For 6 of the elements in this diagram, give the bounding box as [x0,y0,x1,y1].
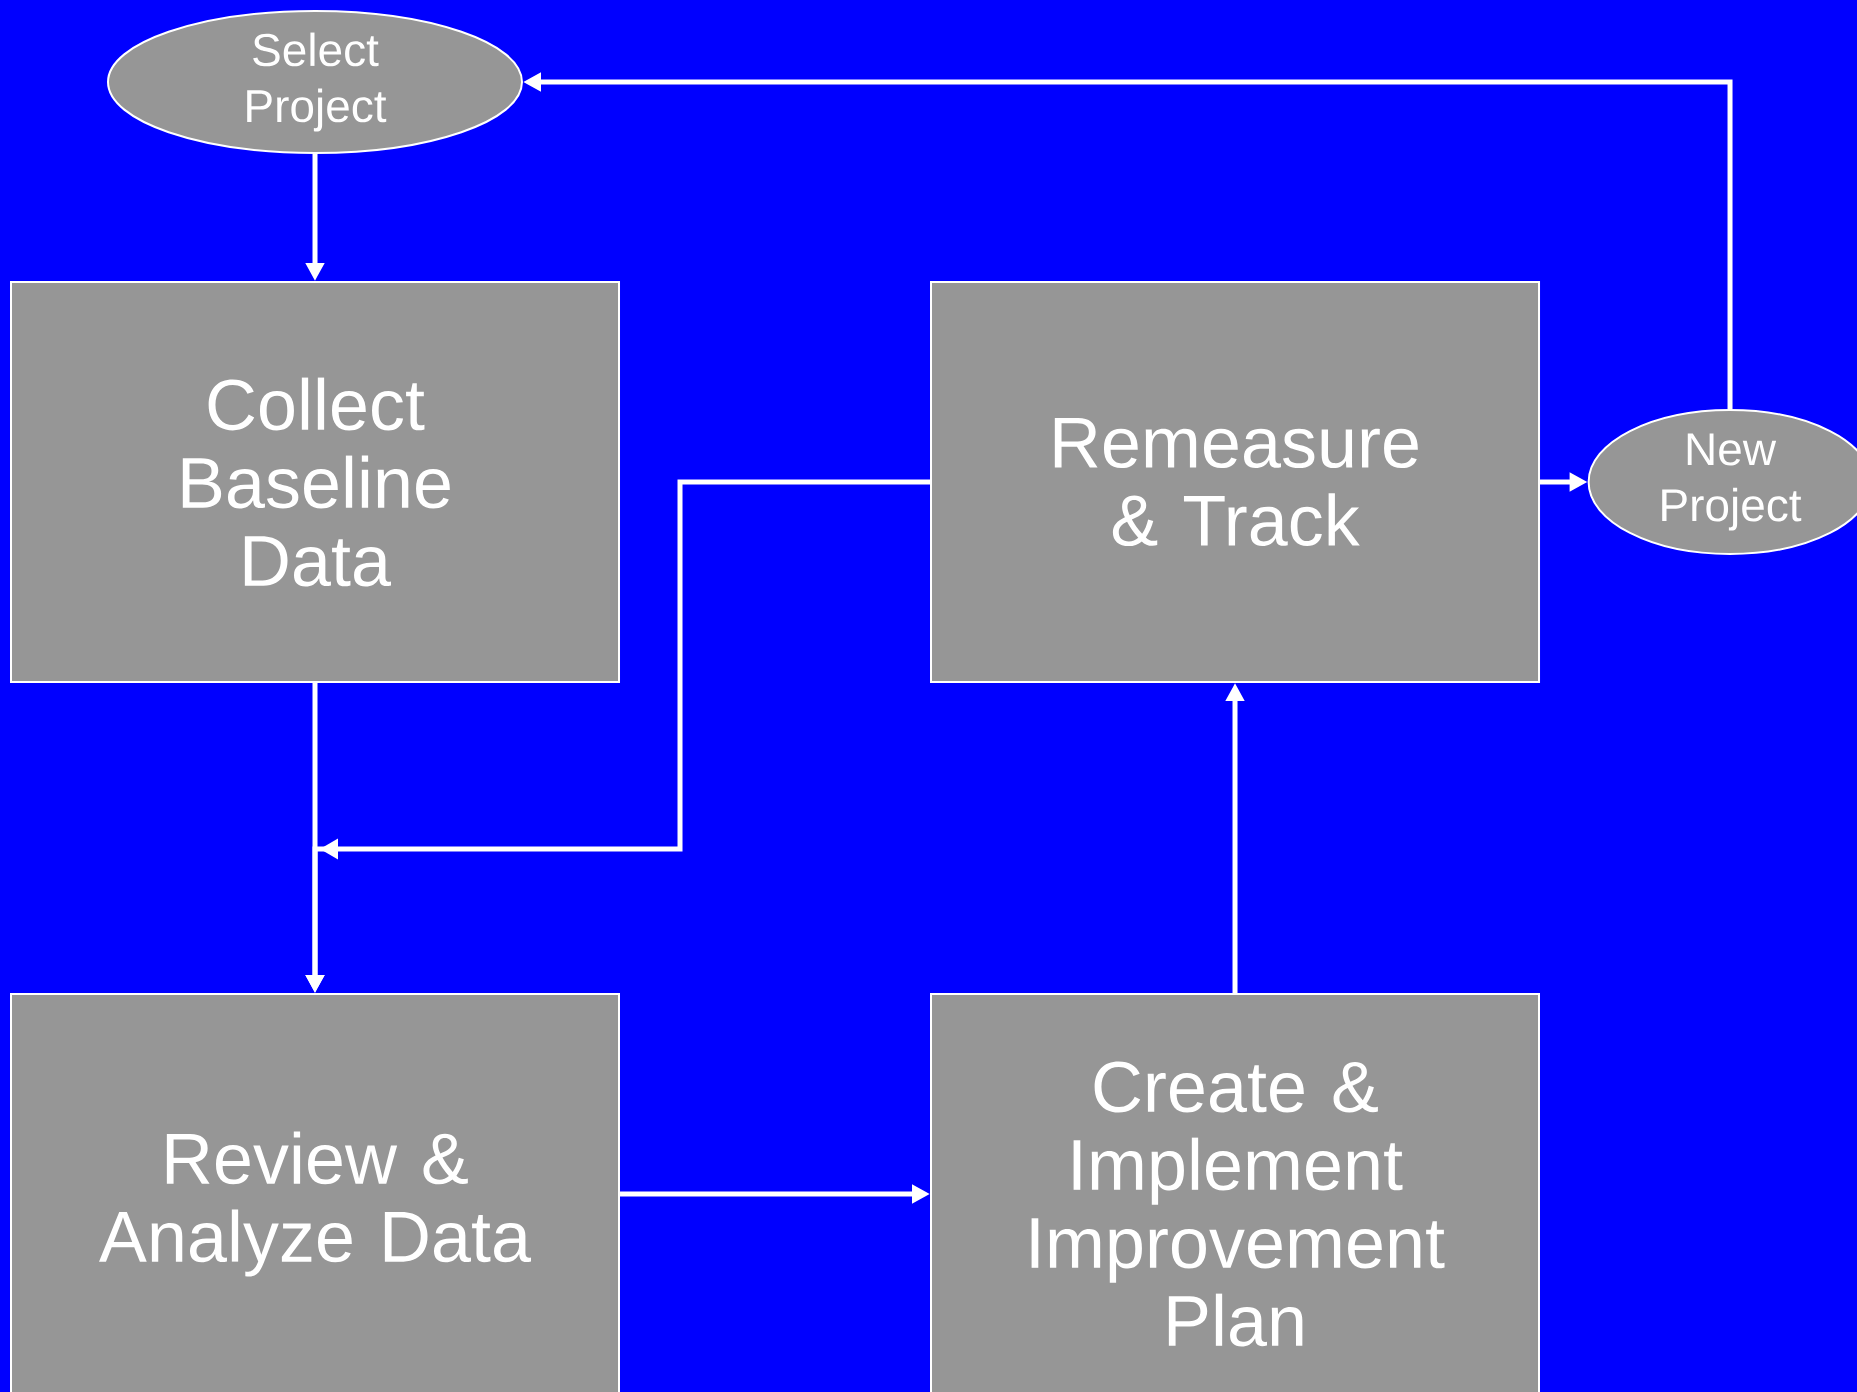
process-box: Create & Implement Improvement Plan [930,993,1540,1392]
process-box: Collect Baseline Data [10,281,620,683]
oval-node: Select Project [107,10,523,154]
process-box: Remeasure & Track [930,281,1540,683]
process-box: Review & Analyze Data [10,993,620,1392]
oval-node: New Project [1587,409,1857,555]
